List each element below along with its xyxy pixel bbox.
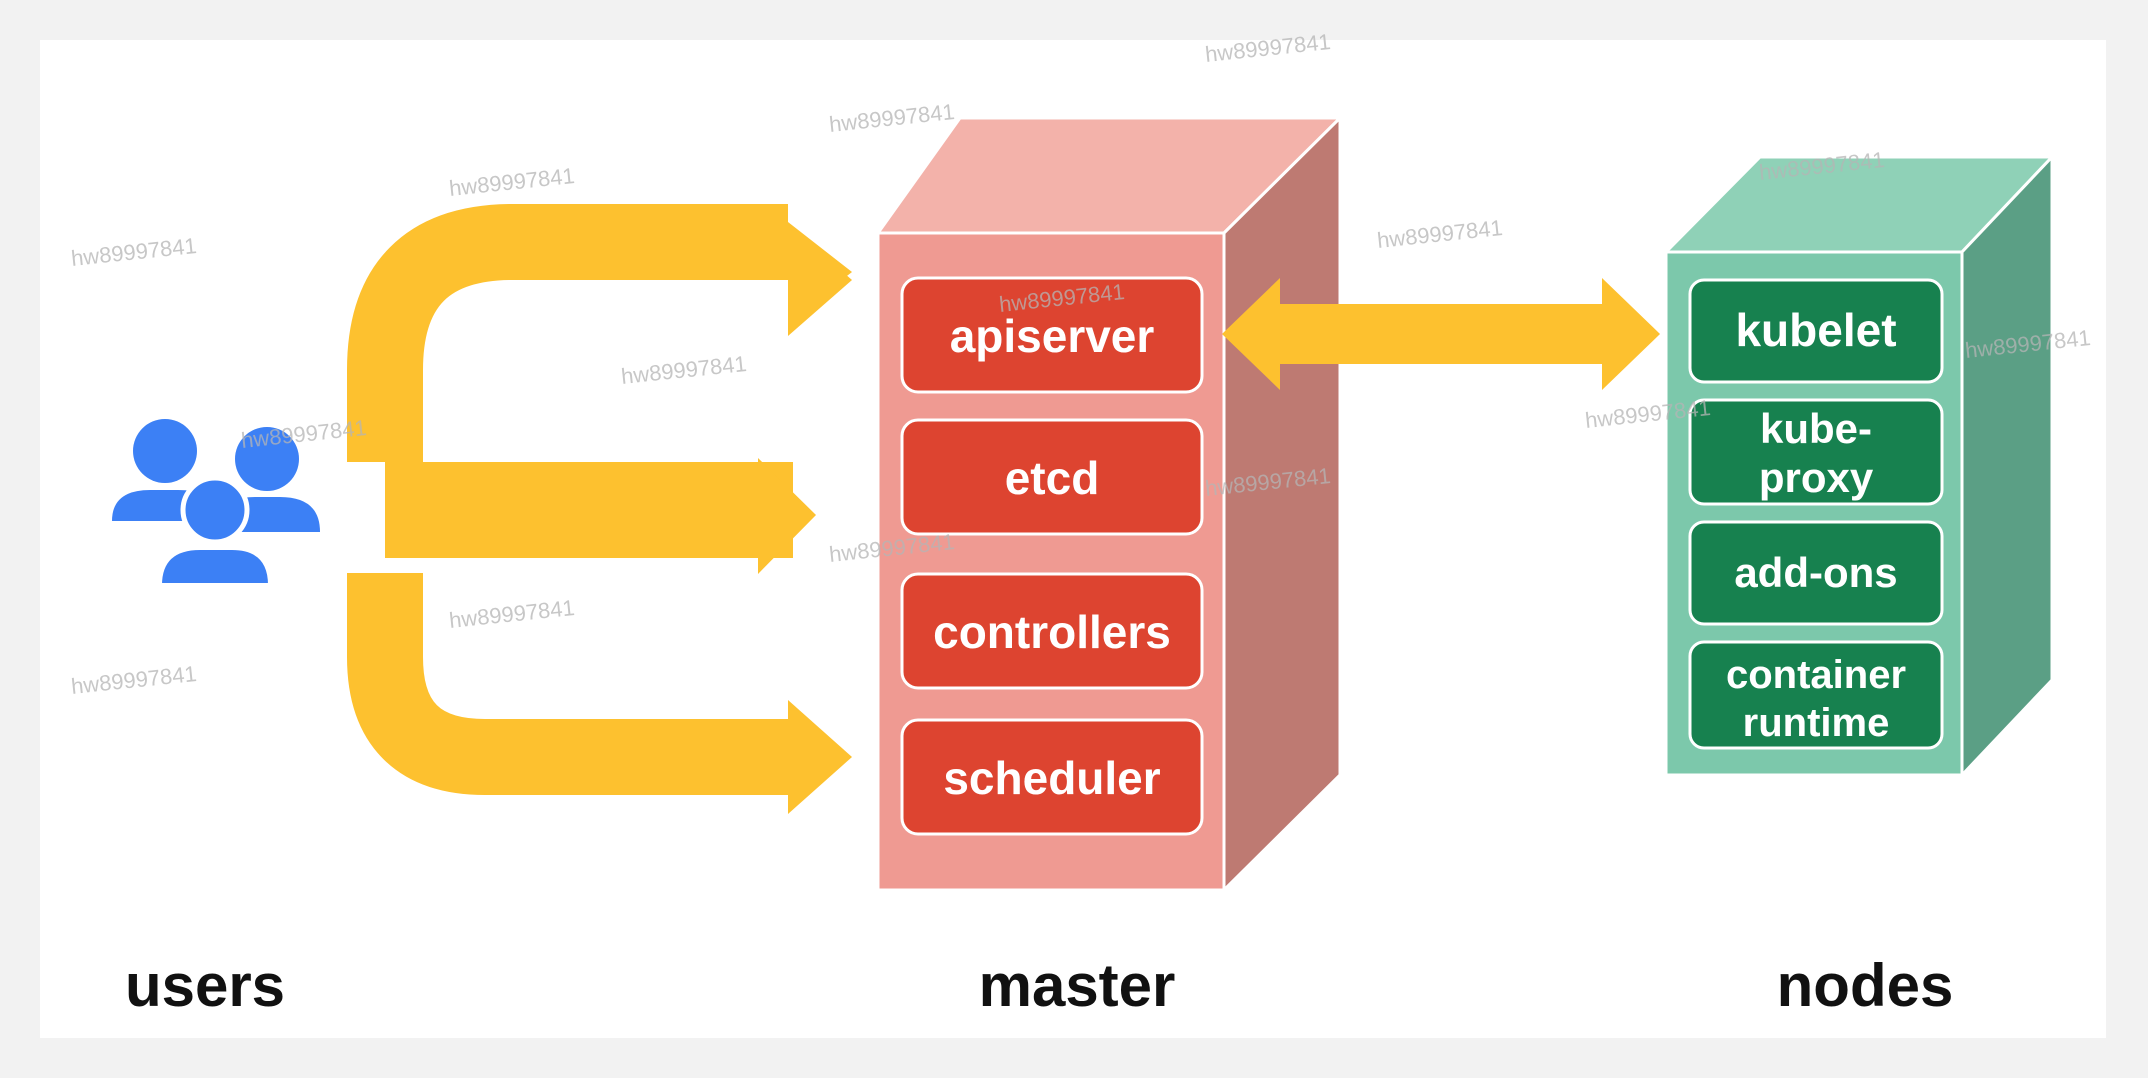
nodes-block: kubelet kube- proxy add-ons container ru… [1662,153,2056,779]
node-component-label: kubelet [1735,304,1896,356]
master-component-box [900,718,1204,836]
node-component-label-line-2: runtime [1743,701,1890,745]
arrow-users-to-master-head [758,458,816,574]
user-head-back-left [133,419,197,483]
master-nodes-double-arrow [1222,278,1660,390]
node-component-box [1688,520,1944,626]
double-arrow-shaft [1280,304,1602,364]
nodes-label: nodes [1777,952,1954,1019]
node-component-label-line-2: proxy [1759,454,1874,501]
users-group-icon [112,419,320,587]
master-component-box [900,418,1204,536]
node-component-box [1688,640,1944,750]
master-component-controllers: controllers [900,572,1204,690]
master-component-label: apiserver [950,310,1155,362]
arrow-users-to-scheduler-body [347,573,788,795]
user-head-back-right [235,427,299,491]
master-label: master [979,952,1176,1019]
nodes-block-side [1960,153,2054,779]
node-component-box [1688,278,1944,384]
node-component-label-line-1: kube- [1760,405,1872,452]
node-component-kube-proxy: kube- proxy [1688,398,1944,506]
arrow-users-to-apiserver-body [347,204,788,462]
arrow-users-to-master-body [385,462,793,558]
users-to-master-arrows [347,204,852,814]
master-component-apiserver: apiserver [900,276,1204,394]
master-component-scheduler: scheduler [900,718,1204,836]
master-component-box [900,276,1204,394]
double-arrow-left-head [1222,278,1280,390]
node-component-add-ons: add-ons [1688,520,1944,626]
master-component-etcd: etcd [900,418,1204,536]
node-component-box [1688,398,1944,506]
users-label: users [125,952,285,1019]
arrow-users-to-scheduler-head [788,700,852,814]
master-component-label: scheduler [943,752,1160,804]
node-component-kubelet: kubelet [1688,278,1944,384]
node-component-label: add-ons [1734,549,1897,596]
user-head-front [180,475,250,545]
master-component-box [900,572,1204,690]
user-body-front [157,546,273,587]
arrow-users-to-apiserver-head [788,224,852,336]
double-arrow-right-head [1602,278,1660,390]
master-block-side [1222,114,1342,894]
node-component-label-line-1: container [1726,653,1906,697]
master-component-label: controllers [933,606,1171,658]
master-component-label: etcd [1005,452,1100,504]
master-block: apiserver etcd controllers scheduler [875,114,1344,894]
node-component-container-runtime: container runtime [1688,640,1944,750]
